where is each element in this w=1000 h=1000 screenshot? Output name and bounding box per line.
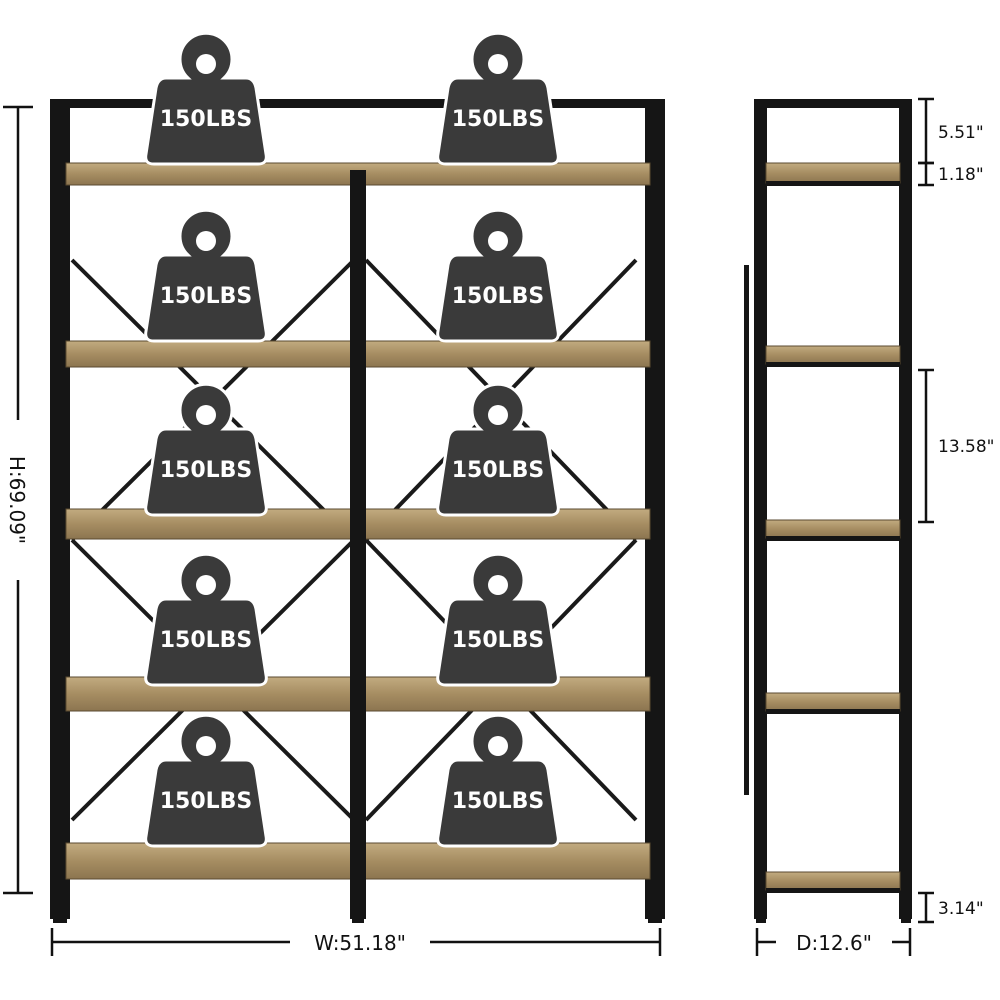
weight-label: 150LBS [452,789,545,814]
side-front-post [754,99,767,919]
width-label: W:51.18" [314,931,406,955]
side-shelf-3 [765,519,901,539]
weight-label: 150LBS [452,107,545,132]
side-view: 5.51" 1.18" 13.58" 3.14" [744,97,995,956]
weight-icon: 150LBS [144,208,268,343]
weight-label: 150LBS [160,284,253,309]
height-dimension: H:69.09" [3,105,33,895]
right-upright [645,99,665,919]
weight-icon: 150LBS [436,552,560,687]
top-gap-label: 5.51" [938,123,984,143]
depth-label: D:12.6" [796,931,872,955]
shelf-thickness-dimension: 1.18" [918,161,984,187]
weight-label: 150LBS [452,628,545,653]
top-gap-dimension: 5.51" [918,97,984,165]
side-shelf-1 [765,162,901,184]
weight-icon: 150LBS [144,713,268,848]
height-label: H:69.09" [5,456,29,544]
weight-label: 150LBS [160,789,253,814]
depth-dimension: D:12.6" [755,928,912,956]
weight-label: 150LBS [452,458,545,483]
left-upright [50,99,70,919]
weight-label: 150LBS [452,284,545,309]
weight-icon: 150LBS [436,208,560,343]
shelf-spacing-label: 13.58" [938,437,995,457]
shelf-thickness-label: 1.18" [938,165,984,185]
bottom-gap-dimension: 3.14" [918,891,984,924]
weight-icon: 150LBS [144,31,268,166]
side-back-post [899,99,912,919]
weight-icon: 150LBS [436,713,560,848]
weight-icon: 150LBS [144,552,268,687]
weight-icons: 150LBS 150LBS 150LBS 150LBS 150LBS 150LB… [144,31,560,848]
side-shelves [765,162,901,893]
weight-label: 150LBS [160,628,253,653]
weight-label: 150LBS [160,458,253,483]
side-shelf-5 [765,871,901,891]
weight-icon: 150LBS [144,382,268,517]
side-shelf-4 [765,692,901,712]
shelf-spacing-dimension: 13.58" [918,368,995,524]
top-frame-bar [50,99,665,108]
weight-label: 150LBS [160,107,253,132]
weight-icon: 150LBS [436,31,560,166]
side-shelf-2 [765,345,901,365]
bottom-gap-label: 3.14" [938,899,984,919]
front-view: 150LBS 150LBS 150LBS 150LBS 150LBS 150LB… [3,31,665,956]
weight-icon: 150LBS [436,382,560,517]
width-dimension: W:51.18" [50,928,662,956]
